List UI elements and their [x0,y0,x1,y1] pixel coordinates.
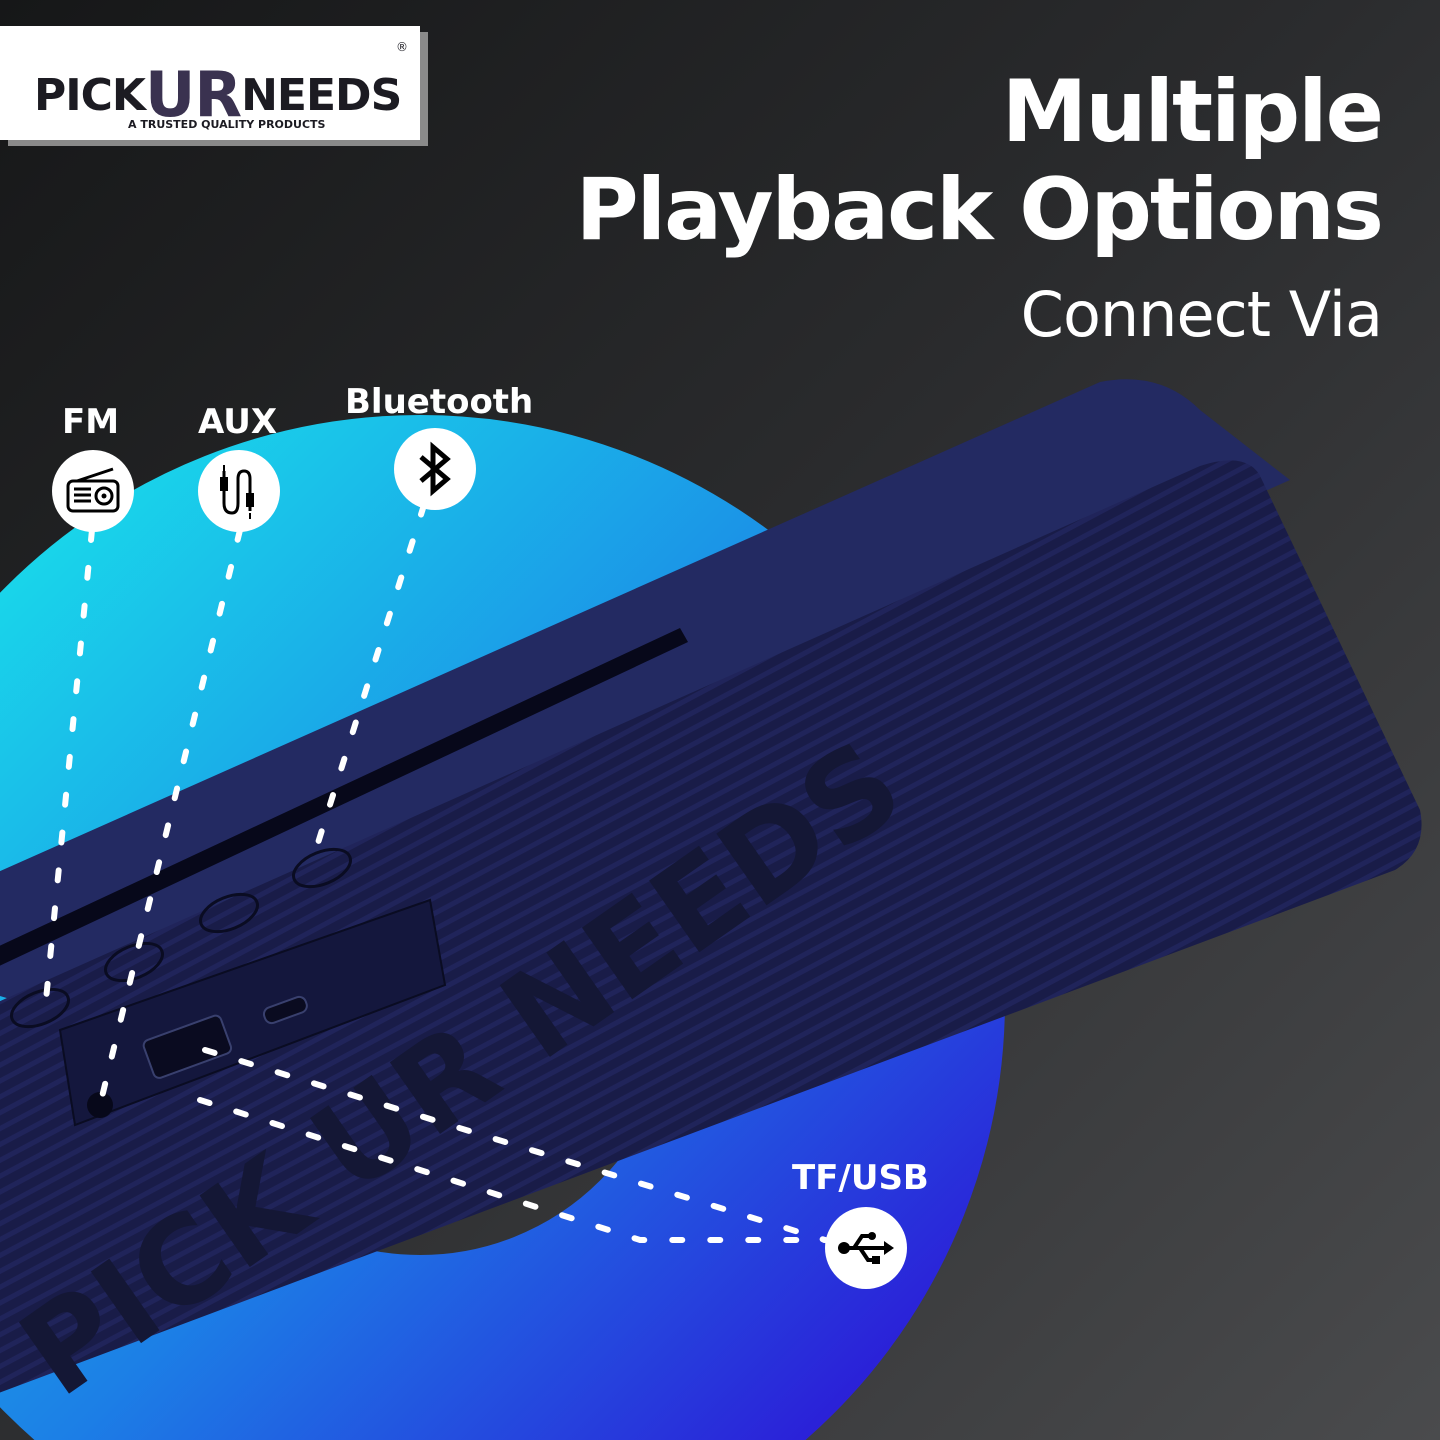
connector-fm [42,527,95,1013]
button-mode [292,847,352,889]
speaker-front [0,460,1422,1393]
radio-icon [52,450,134,532]
aux-cable-icon [198,450,280,532]
brand-tagline: A TRUSTED QUALITY PRODUCTS [128,118,326,131]
usb-port [142,1014,233,1079]
headline-subtitle: Connect Via [1020,278,1383,351]
headline-line-1: Multiple [1001,62,1384,162]
button-vol-down [104,941,164,983]
aux-jack [87,1092,113,1118]
button-minus [199,892,259,934]
registered-mark: ® [396,40,408,54]
headline-line-2: Playback Options [575,160,1384,260]
option-label-tf-usb: TF/USB [792,1158,929,1198]
option-label-fm: FM [62,402,120,442]
button-play [10,987,70,1029]
brand-logo: PICKURNEEDS ® A TRUSTED QUALITY PRODUCTS [0,26,420,140]
option-label-bluetooth: Bluetooth [345,382,534,422]
usb-icon [825,1207,907,1289]
micro-usb-port [262,995,308,1025]
connector-aux [97,527,243,1108]
connector-usb-2 [197,1097,828,1243]
connector-bt [309,502,427,865]
option-label-aux: AUX [198,402,278,442]
connector-usb-1 [202,1047,828,1243]
brand-wordmark: PICKURNEEDS [34,58,402,131]
bluetooth-icon [394,428,476,510]
